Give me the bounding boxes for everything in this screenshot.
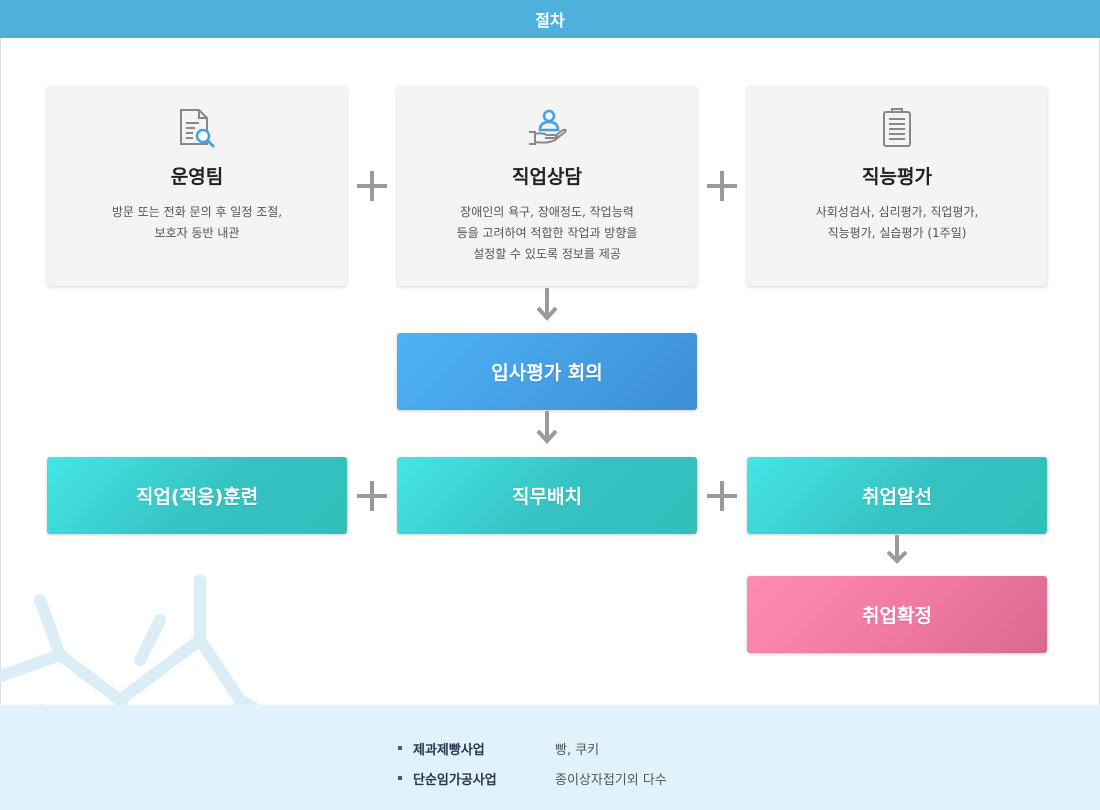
card-desc-line: 보호자 동반 내관 (154, 226, 240, 240)
card-desc-line: 장애인의 욕구, 장애정도, 작업능력 (460, 205, 634, 219)
business-products: 종이상자접기외 다수 (555, 772, 667, 788)
bullet-icon (398, 746, 402, 750)
plus-icon (357, 171, 387, 201)
card-desc-line: 설정할 수 있도록 정보를 제공 (473, 247, 621, 261)
plus-icon (707, 481, 737, 511)
final-label: 취업확정 (862, 605, 932, 627)
counselor-hand-icon (397, 106, 697, 150)
vocational-training-box: 직업(적응)훈련 (47, 457, 347, 534)
card-title: 운영팀 (170, 166, 224, 188)
evaluation-meeting-label: 입사평가 회의 (491, 362, 603, 384)
arrow-down-icon (886, 535, 908, 564)
list-item: 단순임가공사업 종이상자접기외 다수 (398, 763, 667, 793)
document-search-icon (47, 106, 347, 150)
card-operations-team: 운영팀 방문 또는 전화 문의 후 일정 조절, 보호자 동반 내관 (47, 86, 347, 286)
card-description: 사회성검사, 심리평가, 직업평가, 직능평가, 실습평가 (1주일) (767, 202, 1027, 244)
header-title: 절차 (535, 11, 565, 30)
step-label: 직무배치 (512, 486, 582, 508)
card-description: 방문 또는 전화 문의 후 일정 조절, 보호자 동반 내관 (67, 202, 327, 244)
card-desc-line: 방문 또는 전화 문의 후 일정 조절, (111, 205, 283, 219)
plus-icon (357, 481, 387, 511)
business-footer: 제과제빵사업 빵, 쿠키 단순임가공사업 종이상자접기외 다수 (0, 705, 1100, 810)
card-desc-line: 직능평가, 실습평가 (1주일) (827, 226, 967, 240)
step-label: 취업알선 (862, 486, 932, 508)
card-title: 직업상담 (512, 166, 582, 188)
job-placement-box: 직무배치 (397, 457, 697, 534)
card-job-counseling: 직업상담 장애인의 욕구, 장애정도, 작업능력 등을 고려하여 적합한 작업과… (397, 86, 697, 286)
card-title: 직능평가 (862, 166, 932, 188)
clipboard-icon (747, 106, 1047, 150)
business-name: 단순임가공사업 (413, 772, 497, 788)
business-list: 제과제빵사업 빵, 쿠키 단순임가공사업 종이상자접기외 다수 (398, 733, 667, 793)
list-item: 제과제빵사업 빵, 쿠키 (398, 733, 667, 763)
card-desc-line: 사회성검사, 심리평가, 직업평가, (815, 205, 979, 219)
arrow-down-icon (536, 288, 558, 321)
employment-confirmed-box: 취업확정 (747, 576, 1047, 653)
evaluation-meeting-box: 입사평가 회의 (397, 333, 697, 410)
card-skill-assessment: 직능평가 사회성검사, 심리평가, 직업평가, 직능평가, 실습평가 (1주일) (747, 86, 1047, 286)
card-description: 장애인의 욕구, 장애정도, 작업능력 등을 고려하여 적합한 작업과 방향을 … (417, 202, 677, 265)
arrow-down-icon (536, 411, 558, 444)
plus-icon (707, 171, 737, 201)
step-label: 직업(적응)훈련 (135, 486, 259, 508)
procedure-header: 절차 (0, 0, 1100, 38)
business-name: 제과제빵사업 (413, 742, 485, 758)
business-products: 빵, 쿠키 (555, 742, 600, 758)
bullet-icon (398, 776, 402, 780)
job-referral-box: 취업알선 (747, 457, 1047, 534)
card-desc-line: 등을 고려하여 적합한 작업과 방향을 (456, 226, 638, 240)
